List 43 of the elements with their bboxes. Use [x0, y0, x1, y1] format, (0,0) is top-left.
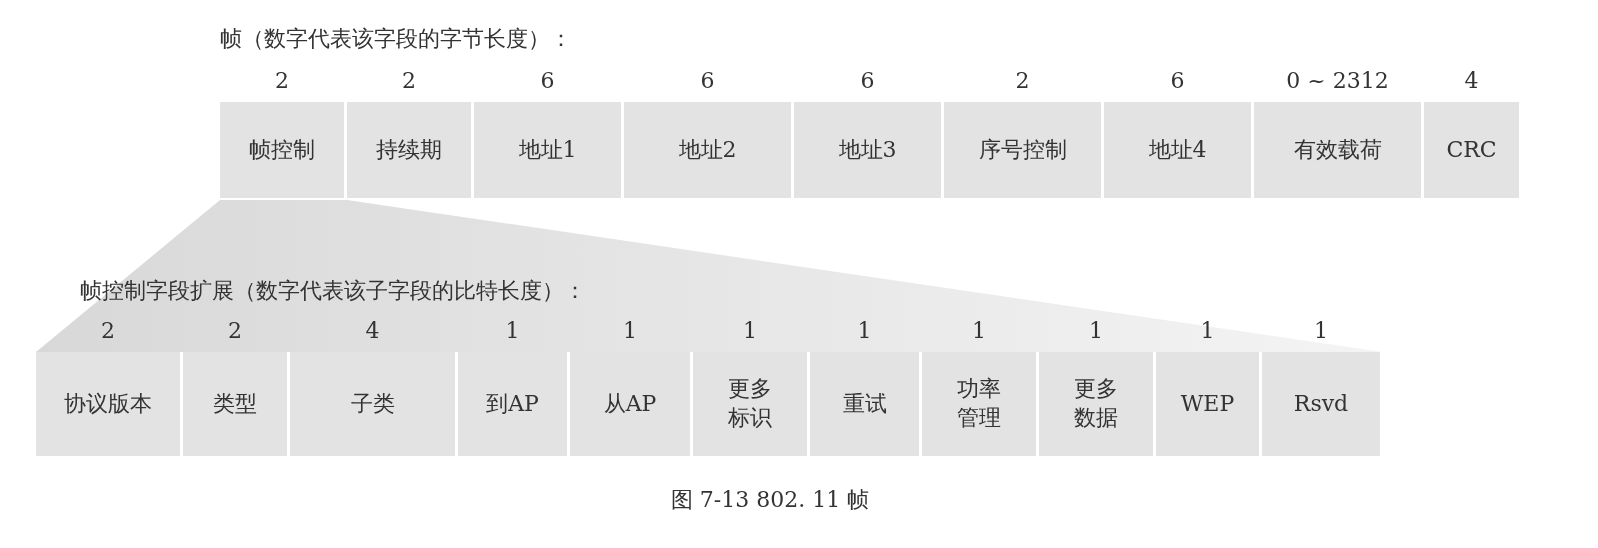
- field-box: 地址3: [794, 102, 941, 198]
- length-number: 2: [100, 318, 116, 343]
- length-number: 1: [504, 318, 521, 343]
- field-box: 更多标识: [693, 352, 807, 456]
- field-box: 有效载荷: [1254, 102, 1421, 198]
- length-number: 1: [1313, 318, 1329, 343]
- length-number: 4: [1463, 68, 1480, 93]
- length-number: 1: [856, 318, 873, 343]
- field-box: 更多数据: [1039, 352, 1153, 456]
- length-number: 1: [622, 318, 638, 343]
- field-box: 持续期: [347, 102, 471, 198]
- field-box: 子类: [290, 352, 455, 456]
- field-box: 到AP: [458, 352, 567, 456]
- length-number: 1: [742, 318, 758, 343]
- figure-caption: 图 7-13 802. 11 帧: [669, 486, 871, 514]
- length-number: 1: [1199, 318, 1216, 343]
- length-number: 2: [401, 68, 417, 93]
- field-box: Rsvd: [1262, 352, 1380, 456]
- length-number: 1: [1088, 318, 1104, 343]
- field-box: 帧控制: [220, 102, 344, 198]
- length-number: 6: [699, 68, 716, 93]
- field-box: 从AP: [570, 352, 690, 456]
- length-number: 6: [1169, 68, 1186, 93]
- field-box: CRC: [1424, 102, 1519, 198]
- section-heading: 帧（数字代表该字段的字节长度）：: [220, 25, 572, 53]
- length-number: 6: [539, 68, 556, 93]
- length-number: 2: [274, 68, 290, 93]
- length-number: 1: [971, 318, 987, 343]
- field-box: 功率管理: [922, 352, 1036, 456]
- length-number: 6: [859, 68, 876, 93]
- length-number: 4: [364, 318, 381, 343]
- field-box: 地址1: [474, 102, 621, 198]
- field-box: 协议版本: [36, 352, 180, 456]
- length-number: 0 ~ 2312: [1285, 68, 1390, 93]
- field-box: 地址2: [624, 102, 791, 198]
- section-heading: 帧控制字段扩展（数字代表该子字段的比特长度）：: [80, 277, 586, 305]
- field-box: 地址4: [1104, 102, 1251, 198]
- length-number: 2: [227, 318, 243, 343]
- field-box: 类型: [183, 352, 287, 456]
- length-number: 2: [1014, 68, 1031, 93]
- field-box: 重试: [810, 352, 919, 456]
- field-box: 序号控制: [944, 102, 1101, 198]
- field-box: WEP: [1156, 352, 1259, 456]
